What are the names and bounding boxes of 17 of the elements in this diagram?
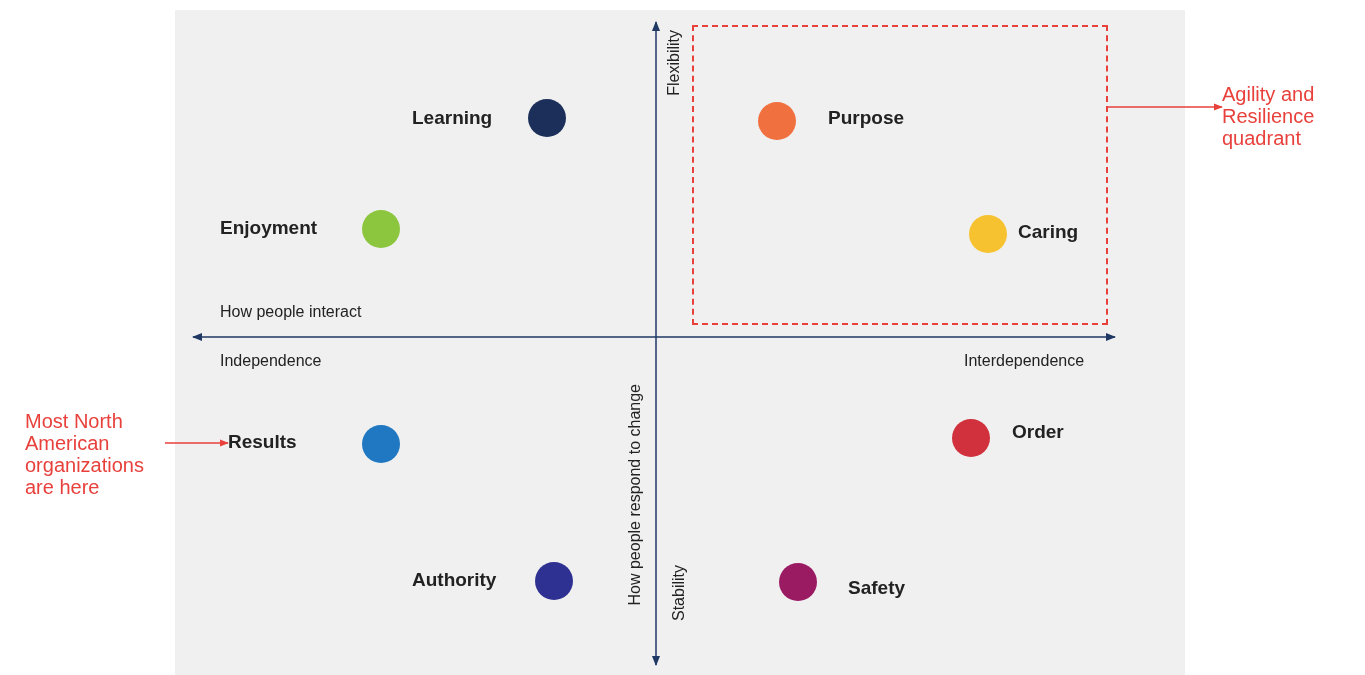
value-label: Enjoyment xyxy=(220,217,318,239)
axis-label: Flexibility xyxy=(665,30,683,96)
axis-label: How people respond to change xyxy=(626,384,644,606)
dashed-region-box xyxy=(692,25,1108,325)
value-label: Caring xyxy=(1018,221,1079,243)
value-label: Safety xyxy=(848,577,906,599)
value-label: Results xyxy=(228,431,297,453)
annotation-text: Agility and Resilience quadrant xyxy=(1222,83,1357,149)
axis-label: Independence xyxy=(220,352,322,370)
axis-label: How people interact xyxy=(220,303,362,321)
value-label: Authority xyxy=(412,569,497,591)
value-label: Order xyxy=(1012,421,1064,443)
axis-label: Stability xyxy=(670,565,688,622)
value-label: Purpose xyxy=(828,107,905,129)
value-label: Learning xyxy=(412,107,493,129)
annotation-text: Most North American organizations are here xyxy=(25,410,165,498)
axis-label: Interdependence xyxy=(964,352,1085,370)
